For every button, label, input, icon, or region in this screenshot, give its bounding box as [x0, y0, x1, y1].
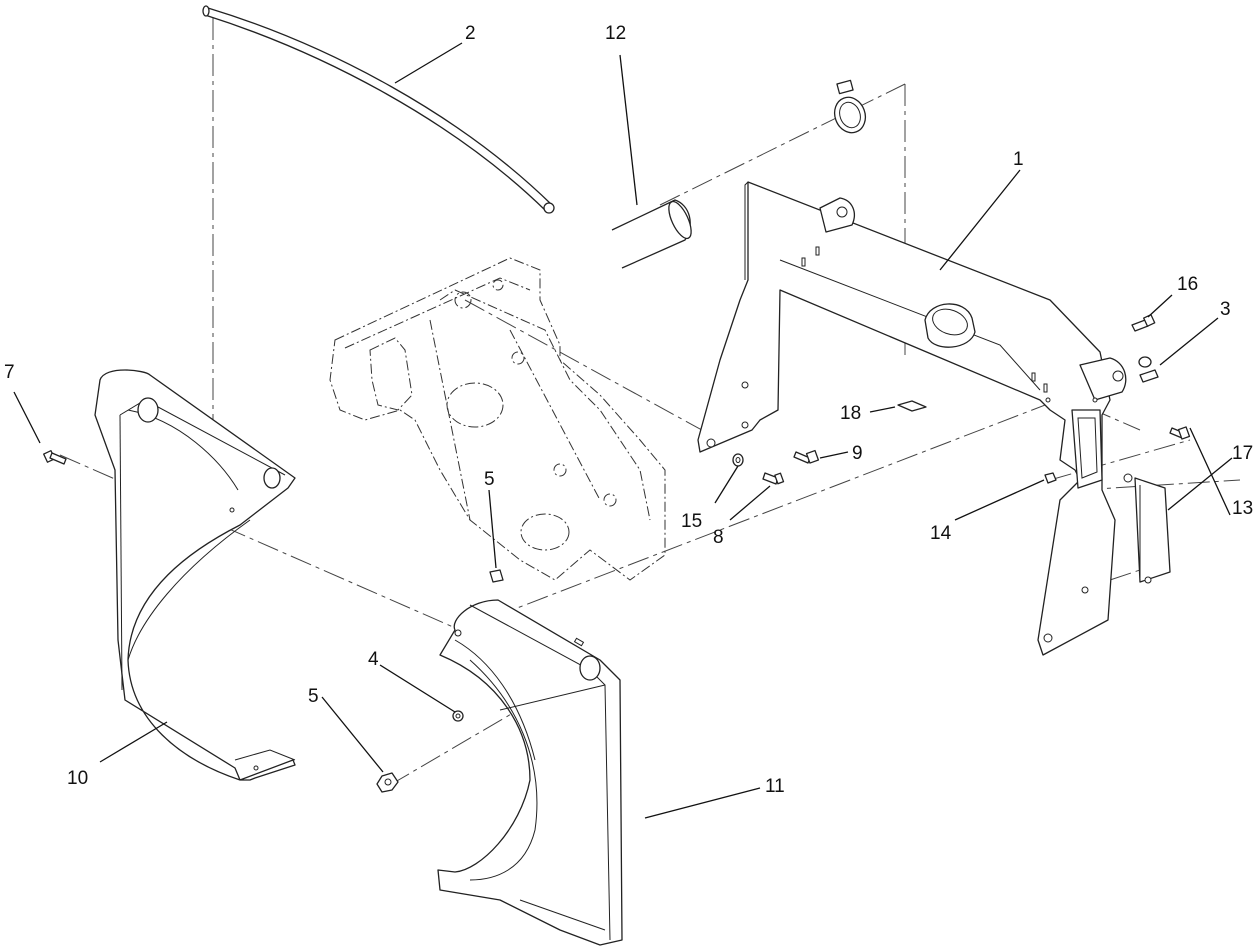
callout-8: 8 — [713, 527, 724, 548]
bracket-part — [1123, 473, 1171, 584]
nut-5b-part — [376, 772, 399, 793]
callout-16: 16 — [1177, 274, 1198, 295]
fasteners — [43, 314, 1191, 793]
hose-clamp-part — [833, 79, 867, 134]
spacer-3-part — [1138, 356, 1159, 383]
callout-4: 4 — [368, 649, 379, 670]
callout-7: 7 — [4, 362, 15, 383]
hose-part — [611, 199, 692, 269]
nut-14-part — [1044, 472, 1057, 484]
callout-5b: 5 — [308, 686, 319, 707]
washer-15-part — [732, 453, 744, 467]
decal-part — [897, 400, 927, 412]
nut-5a-part — [489, 569, 504, 583]
callout-2: 2 — [465, 23, 476, 44]
washer-4-part — [452, 710, 464, 722]
seal-strip-part — [202, 5, 555, 214]
phantom-frame — [329, 257, 666, 581]
callout-5a: 5 — [484, 469, 495, 490]
callout-3: 3 — [1220, 299, 1231, 320]
callout-11: 11 — [765, 776, 785, 797]
mounting-plate-part — [697, 181, 1127, 656]
right-shroud-part — [437, 599, 623, 946]
callout-9: 9 — [852, 443, 863, 464]
callout-14: 14 — [930, 523, 952, 544]
bolt-7-part — [43, 450, 67, 465]
callout-12: 12 — [605, 23, 626, 44]
callout-15: 15 — [681, 511, 702, 532]
callout-13: 13 — [1232, 498, 1253, 519]
bolt-8-part — [762, 472, 785, 485]
callout-1: 1 — [1013, 149, 1024, 170]
bolt-13-part — [1169, 426, 1191, 440]
callout-10: 10 — [67, 768, 88, 789]
left-shroud-part — [94, 369, 296, 781]
callout-labels: 2 12 1 16 3 7 18 9 17 13 5 15 8 14 4 5 1… — [4, 23, 1253, 797]
bolt-16-part — [1131, 314, 1156, 332]
bolt-9-part — [793, 449, 820, 464]
callout-17: 17 — [1232, 443, 1253, 464]
callout-18: 18 — [840, 403, 861, 424]
leader-lines — [13, 42, 1233, 819]
